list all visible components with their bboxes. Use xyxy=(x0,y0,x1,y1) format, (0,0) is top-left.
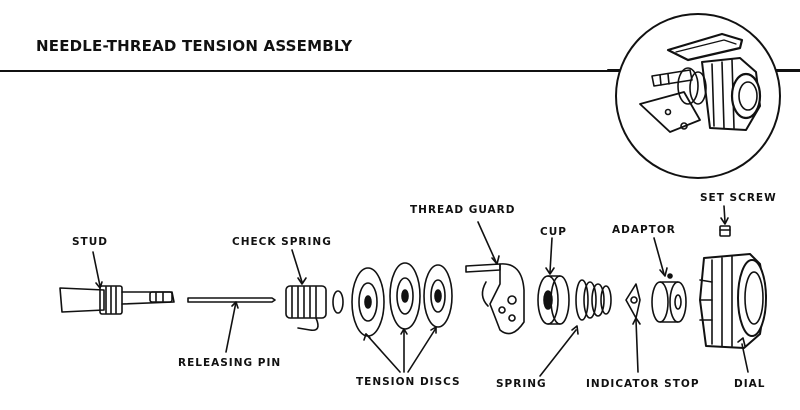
assembled-view-inset xyxy=(607,13,800,179)
title-rule xyxy=(0,70,800,72)
label-tension-discs: TENSION DISCS xyxy=(356,376,461,388)
spring-part xyxy=(539,279,612,377)
indicator-stop-part xyxy=(625,283,641,373)
label-indicator-stop: INDICATOR STOP xyxy=(586,378,700,390)
set-screw-part xyxy=(719,205,731,237)
releasing-pin-part xyxy=(187,297,276,353)
tension-discs-part xyxy=(351,262,453,373)
label-spring: SPRING xyxy=(496,378,547,390)
label-stud: STUD xyxy=(72,236,108,248)
label-adaptor: ADAPTOR xyxy=(612,224,676,236)
stud-part xyxy=(59,251,175,315)
label-dial: DIAL xyxy=(734,378,766,390)
label-cup: CUP xyxy=(540,226,567,238)
thread-guard-part xyxy=(465,221,525,335)
diagram-title: NEEDLE-THREAD TENSION ASSEMBLY xyxy=(36,37,353,55)
dial-part xyxy=(699,253,767,373)
label-thread-guard: THREAD GUARD xyxy=(410,204,516,216)
check-spring-part xyxy=(285,249,344,332)
label-releasing-pin: RELEASING PIN xyxy=(178,357,282,369)
cup-part xyxy=(537,237,570,325)
label-set-screw: SET SCREW xyxy=(700,192,777,204)
adaptor-part xyxy=(651,237,687,323)
label-check-spring: CHECK SPRING xyxy=(232,236,332,248)
